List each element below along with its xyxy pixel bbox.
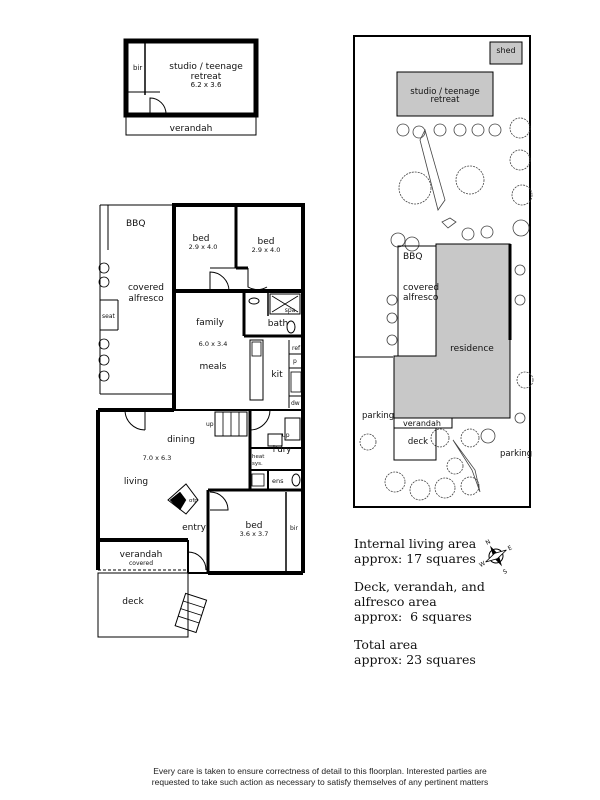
deck-area-title-1: Deck, verandah, and — [354, 579, 485, 594]
kitchen-label: kit — [271, 370, 283, 380]
stairs-up-label-1: up — [206, 421, 214, 428]
area-summary: Internal living area approx: 17 squares … — [354, 536, 584, 680]
living-label: living — [124, 477, 148, 487]
verandah-sublabel: covered — [129, 560, 153, 567]
studio-verandah-label: verandah — [170, 124, 213, 134]
total-area: Total area approx: 23 squares — [354, 637, 584, 667]
site-alfresco-label-2: alfresco — [403, 293, 439, 303]
dw-label: dw — [291, 400, 300, 407]
studio-plan: bir studio / teenage retreat 6.2 x 3.6 v… — [123, 38, 259, 136]
spa-label: spa — [285, 307, 296, 314]
bed1-label: bed — [193, 234, 210, 244]
stairs-up-label-2: up — [282, 432, 290, 439]
studio-dims: 6.2 x 3.6 — [191, 81, 222, 89]
family-dims: 6.0 x 3.4 — [199, 340, 228, 348]
bed2-dims: 2.9 x 4.0 — [252, 246, 281, 254]
main-floor-labels: BBQ covered alfresco seat bed 2.9 x 4.0 … — [102, 219, 301, 607]
total-area-value: approx: 23 squares — [354, 652, 476, 667]
disclaimer-line-2: requested to take such action as necessa… — [151, 777, 489, 787]
internal-area-title: Internal living area — [354, 536, 477, 551]
alfresco-label-1: covered — [128, 283, 164, 293]
site-parking-left: parking — [362, 411, 394, 421]
deck-area-title-2: alfresco area — [354, 594, 437, 609]
compass-e: E — [507, 544, 514, 552]
disclaimer-line-1: Every care is taken to ensure correctnes… — [153, 766, 487, 776]
site-bbq-label: BBQ — [403, 252, 422, 262]
pantry-label: p — [293, 358, 297, 365]
internal-area: Internal living area approx: 17 squares — [354, 536, 584, 566]
compass-w: W — [478, 560, 487, 569]
studio-title-1: studio / teenage — [169, 62, 243, 72]
ensuite-label: ens — [272, 477, 284, 485]
site-shed-label: shed — [496, 46, 515, 55]
studio-bir-label: bir — [133, 64, 142, 72]
laundry-label: l'dry — [273, 445, 292, 455]
deck-area: Deck, verandah, and alfresco area approx… — [354, 579, 584, 624]
site-plan: shed studio / teenage retreat BBQ covere… — [353, 35, 534, 508]
compass-icon: N S E W — [478, 538, 514, 576]
heat-sys-label-1: heat — [252, 454, 265, 460]
heat-sys-label-2: sys. — [252, 461, 263, 467]
bed1-dims: 2.9 x 4.0 — [189, 243, 218, 251]
family-label: family — [196, 318, 224, 328]
site-parking-right: parking — [500, 449, 532, 459]
compass-n: N — [485, 538, 492, 546]
verandah-label: verandah — [120, 550, 163, 560]
internal-area-value: approx: 17 squares — [354, 551, 476, 566]
fireplace-label: ofp — [189, 498, 198, 504]
site-verandah-label: verandah — [403, 419, 441, 428]
bed3-dims: 3.6 x 3.7 — [240, 530, 269, 538]
alfresco-label-2: alfresco — [128, 294, 164, 304]
entry-label: entry — [182, 523, 206, 533]
bir-label: bir — [290, 525, 298, 532]
bbq-label: BBQ — [126, 219, 145, 229]
bath-label: bath — [268, 319, 288, 329]
bed2-label: bed — [258, 237, 275, 247]
total-area-title: Total area — [354, 637, 418, 652]
studio-title-2: retreat — [191, 72, 222, 82]
seat-label: seat — [102, 313, 115, 320]
deck-label: deck — [122, 597, 144, 607]
site-alfresco-label-1: covered — [403, 283, 439, 293]
bed3-label: bed — [246, 521, 263, 531]
site-residence-label: residence — [450, 344, 494, 354]
disclaimer: Every care is taken to ensure correctnes… — [120, 766, 520, 788]
ref-label: ref — [292, 345, 301, 352]
meals-label: meals — [199, 362, 226, 372]
compass-s: S — [502, 568, 509, 576]
deck-area-value: approx: 6 squares — [354, 609, 472, 624]
site-studio-label-2: retreat — [431, 95, 461, 105]
dining-label: dining — [167, 435, 195, 445]
site-studio-label-1: studio / teenage — [410, 87, 479, 97]
main-floor-plan — [96, 203, 305, 638]
site-deck-label: deck — [408, 437, 428, 447]
living-dims: 7.0 x 6.3 — [143, 454, 172, 462]
